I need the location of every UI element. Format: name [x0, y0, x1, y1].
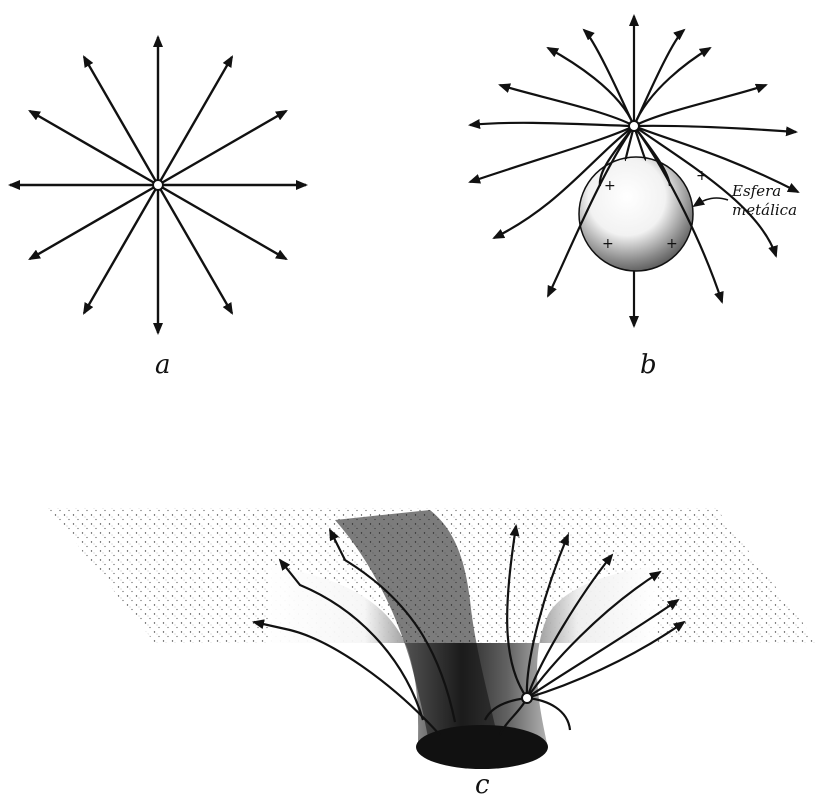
panel-a-point-charge	[10, 37, 306, 333]
metal-sphere	[579, 157, 693, 271]
point-charge	[629, 121, 639, 131]
field-line	[634, 48, 710, 126]
caption-c: c	[475, 770, 490, 800]
label-pointer	[694, 198, 728, 206]
charge-mark: +	[602, 236, 614, 252]
point-charge	[153, 180, 163, 190]
panel-b-charge-and-sphere: + + + +	[470, 16, 798, 326]
field-line	[500, 85, 634, 126]
point-charge	[522, 693, 532, 703]
sphere-label-line1: Esfera	[732, 182, 797, 201]
sphere-label: Esfera metálica	[732, 182, 797, 220]
caption-a: a	[155, 350, 171, 380]
panel-c-curved-space	[48, 508, 818, 769]
field-line	[584, 30, 634, 126]
caption-b: b	[640, 350, 657, 380]
sphere-label-line2: metálica	[732, 201, 797, 220]
field-line	[548, 48, 634, 126]
field-line	[470, 123, 634, 126]
charge-mark: +	[666, 236, 678, 252]
field-line	[634, 85, 766, 126]
field-line	[634, 30, 684, 126]
charge-mark: +	[604, 178, 616, 194]
field-line	[634, 126, 796, 132]
charge-mark: +	[696, 168, 708, 184]
